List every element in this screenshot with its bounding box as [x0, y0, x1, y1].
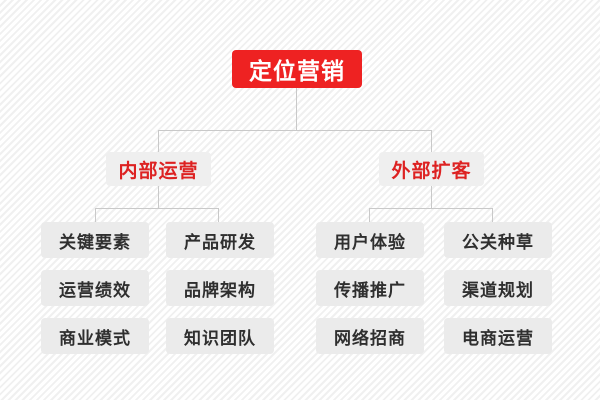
connector-internal-stem: [158, 186, 159, 208]
connector-internal-stub-col2: [218, 208, 219, 222]
leaf-node-user-experience[interactable]: 用户体验: [316, 222, 424, 258]
connector-external-stub-col2: [492, 208, 493, 222]
leaf-node-communication-promotion[interactable]: 传播推广: [316, 270, 424, 306]
leaf-node-operating-performance[interactable]: 运营绩效: [41, 270, 149, 306]
connector-internal-stub-col1: [95, 208, 96, 222]
leaf-node-product-rnd[interactable]: 产品研发: [166, 222, 274, 258]
leaf-node-pr-seeding[interactable]: 公关种草: [444, 222, 552, 258]
connector-branch-stub-right: [431, 130, 432, 152]
leaf-node-business-model[interactable]: 商业模式: [41, 318, 149, 354]
leaf-node-online-recruitment[interactable]: 网络招商: [316, 318, 424, 354]
leaf-node-brand-architecture[interactable]: 品牌架构: [166, 270, 274, 306]
root-node[interactable]: 定位营销: [232, 50, 362, 88]
branch-node-external[interactable]: 外部扩客: [379, 152, 484, 186]
leaf-node-key-elements[interactable]: 关键要素: [41, 222, 149, 258]
connector-external-stem: [431, 186, 432, 208]
branch-node-internal[interactable]: 内部运营: [106, 152, 211, 186]
leaf-node-ecommerce-operations[interactable]: 电商运营: [444, 318, 552, 354]
leaf-node-channel-planning[interactable]: 渠道规划: [444, 270, 552, 306]
connector-external-stub-col1: [369, 208, 370, 222]
connector-internal-bar: [95, 208, 219, 209]
leaf-node-knowledge-team[interactable]: 知识团队: [166, 318, 274, 354]
connector-branch-bar: [158, 130, 432, 131]
connector-root-stem: [296, 88, 297, 130]
connector-branch-stub-left: [158, 130, 159, 152]
connector-external-bar: [369, 208, 493, 209]
